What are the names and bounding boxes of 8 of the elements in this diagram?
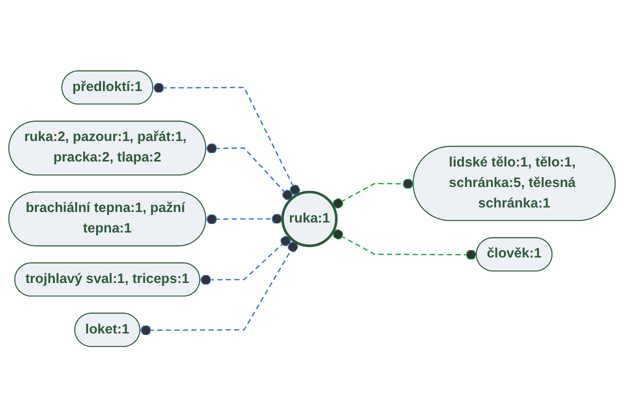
connector (140, 242, 298, 336)
connector (332, 178, 414, 208)
connector (206, 143, 293, 200)
connector (206, 214, 283, 224)
connector (153, 82, 300, 195)
connector (200, 236, 291, 285)
node-circle: ruka:1 (281, 190, 338, 247)
connector (332, 229, 477, 260)
